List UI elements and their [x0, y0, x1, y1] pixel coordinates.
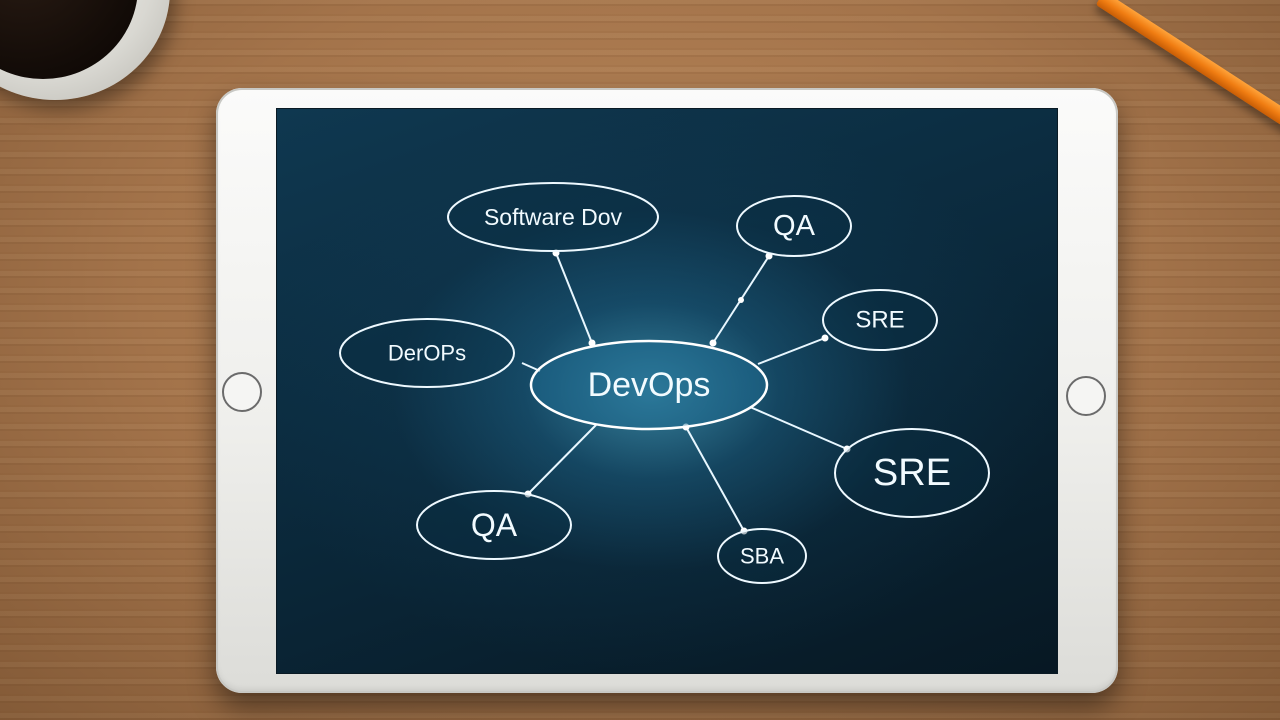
- node-devops-left-label: DerOPs: [388, 341, 466, 366]
- home-button-left[interactable]: [222, 372, 262, 412]
- node-sre-small-label: SRE: [855, 307, 904, 334]
- connector-dot: [738, 297, 744, 303]
- node-devops-left[interactable]: DerOPs: [339, 318, 515, 388]
- coffee: [0, 0, 138, 79]
- edge-sre-large: [749, 406, 848, 450]
- node-devops-center-label: DevOps: [588, 366, 711, 404]
- node-qa-top[interactable]: QA: [736, 195, 852, 257]
- node-sba-label: SBA: [740, 544, 784, 569]
- node-software-dev-label: Software Dov: [484, 204, 623, 230]
- node-software-dev[interactable]: Software Dov: [447, 182, 659, 252]
- edge-sre-small: [757, 337, 826, 365]
- node-qa-bottom[interactable]: QA: [416, 490, 572, 560]
- node-sba[interactable]: SBA: [717, 528, 807, 584]
- coffee-mug: [0, 0, 170, 100]
- tablet: Software Dov QA SRE DerOPs SRE: [216, 88, 1118, 693]
- connector-dot: [821, 334, 829, 342]
- node-sre-small[interactable]: SRE: [822, 289, 938, 351]
- home-button-right[interactable]: [1066, 376, 1106, 416]
- node-devops-center[interactable]: DevOps: [529, 339, 769, 431]
- pencil: [1095, 0, 1280, 147]
- node-sre-large[interactable]: SRE: [834, 428, 990, 518]
- tablet-screen: Software Dov QA SRE DerOPs SRE: [276, 108, 1058, 674]
- node-qa-bottom-label: QA: [471, 507, 518, 543]
- node-sre-large-label: SRE: [873, 452, 951, 494]
- connector-dot: [709, 339, 717, 347]
- edge-sba: [685, 426, 745, 532]
- node-qa-top-label: QA: [773, 210, 816, 242]
- edge-software-dev: [555, 252, 593, 344]
- mindmap-diagram: Software Dov QA SRE DerOPs SRE: [339, 182, 990, 584]
- edge-qa-bottom: [527, 424, 597, 495]
